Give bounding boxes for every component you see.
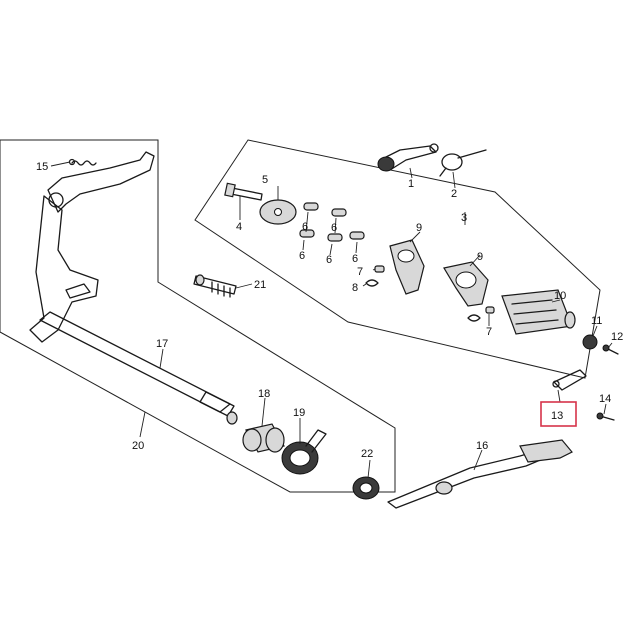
label-2: 2 xyxy=(451,188,457,200)
label-9a: 9 xyxy=(416,222,422,234)
part-12-bolt xyxy=(602,344,619,355)
label-7a: 7 xyxy=(357,266,363,278)
leader-lines xyxy=(50,161,613,479)
part-7-pin xyxy=(374,265,495,314)
label-17: 17 xyxy=(156,338,168,350)
label-13: 13 xyxy=(551,410,563,422)
label-10: 10 xyxy=(554,290,566,302)
label-6c: 6 xyxy=(299,250,305,262)
label-16: 16 xyxy=(476,440,488,452)
frame-gearshift-drum-assembly xyxy=(194,139,601,379)
label-5: 5 xyxy=(262,174,268,186)
part-9-shift-fork-left xyxy=(389,239,425,295)
label-19: 19 xyxy=(293,407,305,419)
part-2-spring xyxy=(439,149,487,177)
label-3: 3 xyxy=(461,212,467,224)
label-6e: 6 xyxy=(352,253,358,265)
part-19-return-spring xyxy=(281,429,327,475)
part-22-oil-seal xyxy=(352,476,380,500)
label-14: 14 xyxy=(599,393,611,405)
part-16-shift-pedal xyxy=(387,439,573,509)
part-17-shift-shaft xyxy=(39,311,238,425)
part-5-drum-plate xyxy=(259,199,297,225)
part-1-stopper-arm xyxy=(377,143,439,172)
part-14-bolt xyxy=(596,412,615,421)
label-6b: 6 xyxy=(331,222,337,234)
label-21: 21 xyxy=(254,279,266,291)
part-number-labels: 1 2 3 4 5 6 6 6 6 6 7 8 7 9 9 10 11 12 1… xyxy=(36,161,623,460)
label-1: 1 xyxy=(408,178,414,190)
part-6-pins xyxy=(299,202,365,242)
label-6a: 6 xyxy=(302,221,308,233)
part-21-pin-bolt xyxy=(193,274,237,298)
label-6d: 6 xyxy=(326,254,332,266)
part-9-shift-fork-right xyxy=(443,261,489,307)
label-11: 11 xyxy=(591,315,602,327)
label-18: 18 xyxy=(258,388,270,400)
label-15: 15 xyxy=(36,161,48,173)
highlight-box-part-13 xyxy=(540,401,577,427)
part-11-drum-gear xyxy=(582,334,598,350)
label-20: 20 xyxy=(132,440,144,452)
frame-shift-shaft-assembly xyxy=(0,139,396,493)
label-8: 8 xyxy=(352,282,358,294)
part-18-collar xyxy=(242,423,285,453)
part-4-bolt xyxy=(224,182,263,201)
label-4: 4 xyxy=(236,221,242,233)
label-7b: 7 xyxy=(486,326,492,338)
part-8-clip xyxy=(365,279,481,322)
part-13-stopper-plate xyxy=(552,369,587,391)
part-15-spring xyxy=(68,158,97,166)
label-9b: 9 xyxy=(477,251,483,263)
label-12: 12 xyxy=(611,331,623,343)
part-20-shift-arm xyxy=(29,151,155,343)
label-22: 22 xyxy=(361,448,373,460)
